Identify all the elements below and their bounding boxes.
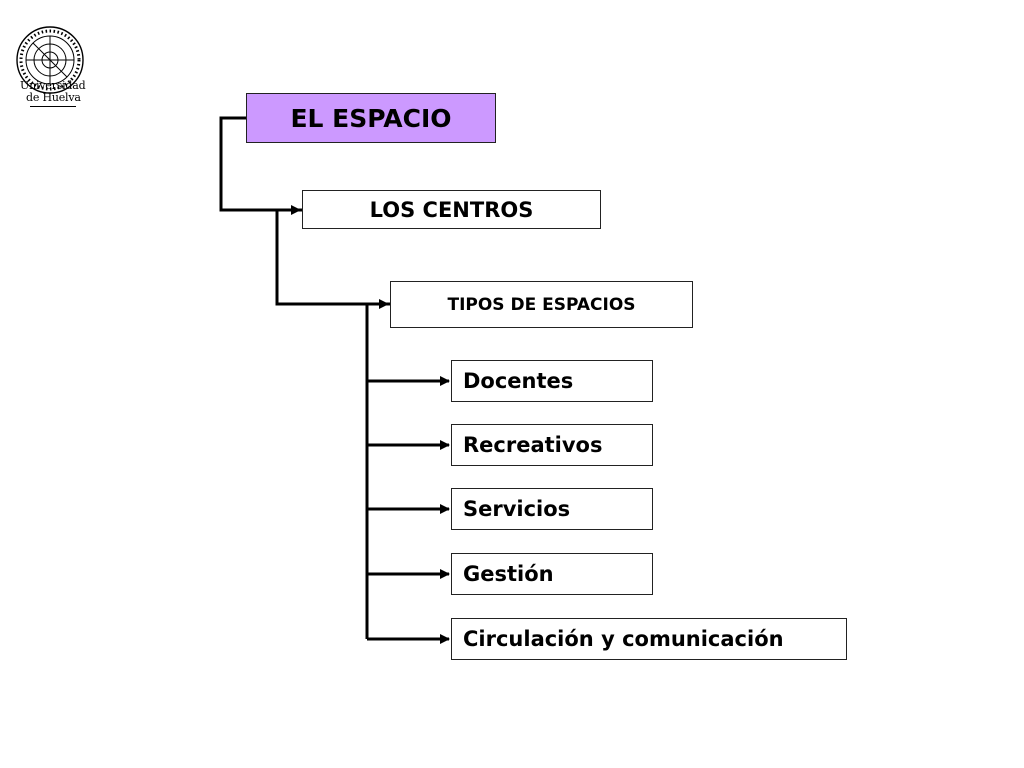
node-level2-label: TIPOS DE ESPACIOS	[447, 294, 636, 315]
node-leaf-label: Circulación y comunicación	[463, 627, 784, 651]
node-level2: TIPOS DE ESPACIOS	[390, 281, 693, 328]
node-leaf-label: Gestión	[463, 562, 554, 586]
node-leaf-circulacion: Circulación y comunicación	[451, 618, 847, 660]
logo-line-1: Universidad	[20, 79, 86, 92]
connector-level2-trunk	[365, 302, 390, 639]
connector-root-level1	[219, 116, 301, 215]
node-leaf-docentes: Docentes	[451, 360, 653, 402]
node-leaf-label: Recreativos	[463, 433, 603, 457]
connector-level1-level2	[275, 208, 389, 309]
node-level1-label: LOS CENTROS	[369, 197, 534, 222]
node-leaf-recreativos: Recreativos	[451, 424, 653, 466]
logo-line-2: de Huelva	[26, 91, 81, 104]
node-level1: LOS CENTROS	[302, 190, 601, 229]
logo-rule	[30, 106, 76, 107]
node-root: EL ESPACIO	[246, 93, 496, 143]
node-root-label: EL ESPACIO	[290, 103, 452, 133]
university-seal-icon	[16, 26, 84, 94]
node-leaf-label: Servicios	[463, 497, 571, 521]
node-leaf-gestion: Gestión	[451, 553, 653, 595]
node-leaf-servicios: Servicios	[451, 488, 653, 530]
university-logo-text: Universidad de Huelva	[20, 79, 86, 104]
node-leaf-label: Docentes	[463, 369, 574, 393]
